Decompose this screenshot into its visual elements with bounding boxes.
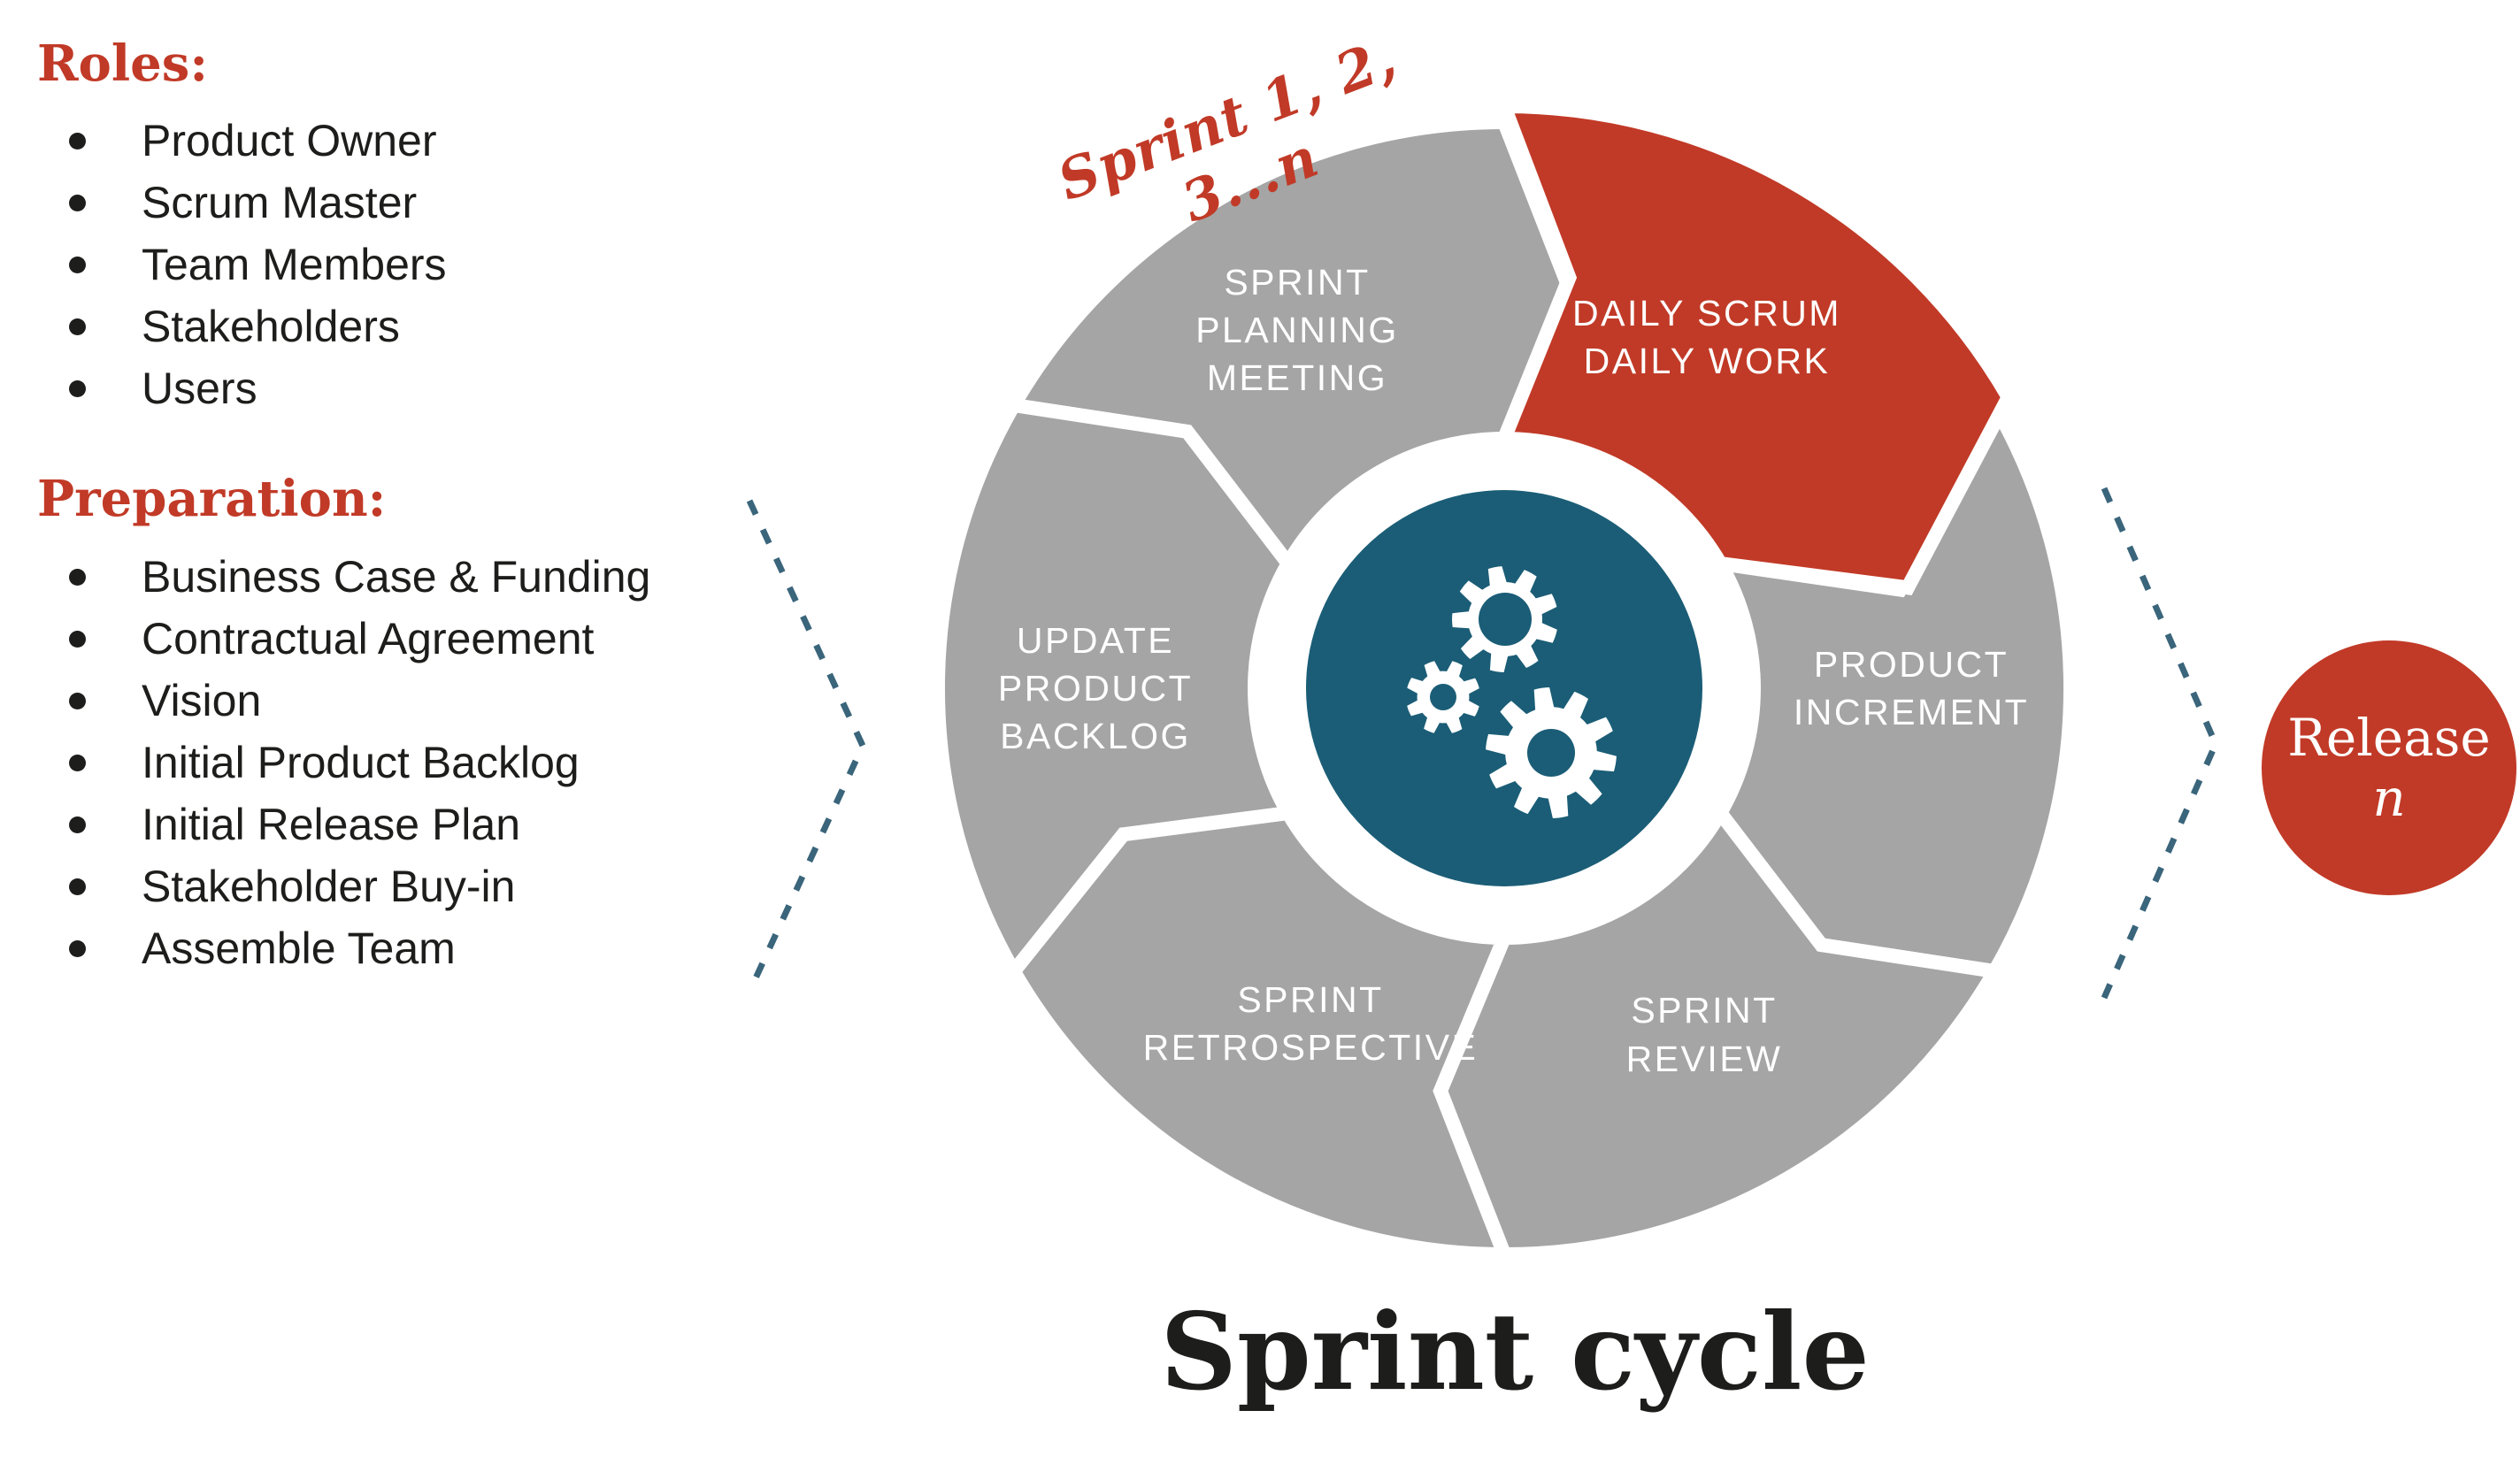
- segment-label-sprint-planning-meeting: SPRINT PLANNING MEETING: [1195, 261, 1399, 398]
- list-item: Assemble Team: [37, 917, 834, 979]
- release-badge: Release n: [2262, 640, 2516, 895]
- roles-heading: Roles:: [37, 34, 208, 93]
- release-n-label: n: [2372, 768, 2406, 828]
- list-item: Initial Release Plan: [37, 794, 834, 855]
- segment-label-sprint-review: SPRINT REVIEW: [1625, 990, 1783, 1079]
- release-label: Release: [2287, 707, 2491, 768]
- list-item: Contractual Agreement: [37, 608, 834, 670]
- gear-icon-top: [1452, 566, 1557, 672]
- gear-icon-left: [1407, 661, 1479, 733]
- list-item: Users: [37, 357, 834, 419]
- cycle-segment-sprint-retrospective: [1005, 805, 1515, 1262]
- gear-icon-bottom: [1486, 687, 1617, 818]
- segment-label-update-product-backlog: UPDATE PRODUCT BACKLOG: [997, 619, 1194, 757]
- list-item: Scrum Master: [37, 172, 834, 234]
- list-item: Stakeholders: [37, 295, 834, 357]
- list-item: Stakeholder Buy-in: [37, 855, 834, 917]
- cycle-segment-sprint-planning-meeting: [1002, 114, 1576, 577]
- segment-label-product-increment: PRODUCT INCREMENT: [1793, 643, 2030, 732]
- preparation-heading: Preparation:: [37, 470, 387, 529]
- diagram-title: Sprint cycle: [1160, 1290, 1870, 1414]
- cycle-segment-sprint-review: [1433, 800, 2007, 1262]
- dashed-chevron-right-icon: [2101, 487, 2219, 1000]
- segment-label-sprint-retrospective: SPRINT RETROSPECTIVE: [1142, 979, 1479, 1069]
- dashed-chevron-left-icon: [746, 499, 866, 993]
- list-item: Initial Product Backlog: [37, 732, 834, 794]
- list-item: Product Owner: [37, 110, 834, 172]
- list-item: Business Case & Funding: [37, 546, 834, 608]
- hub-circle: [1306, 490, 1702, 886]
- segment-label-daily-scrum-daily-work: DAILY SCRUM DAILY WORK: [1572, 293, 1841, 382]
- list-item: Vision: [37, 670, 834, 732]
- cycle-segment-update-product-backlog: [930, 397, 1300, 985]
- cycle-segment-daily-scrum-daily-work: [1494, 98, 2017, 595]
- cycle-segment-product-increment: [1707, 390, 2078, 979]
- list-item: Team Members: [37, 234, 834, 295]
